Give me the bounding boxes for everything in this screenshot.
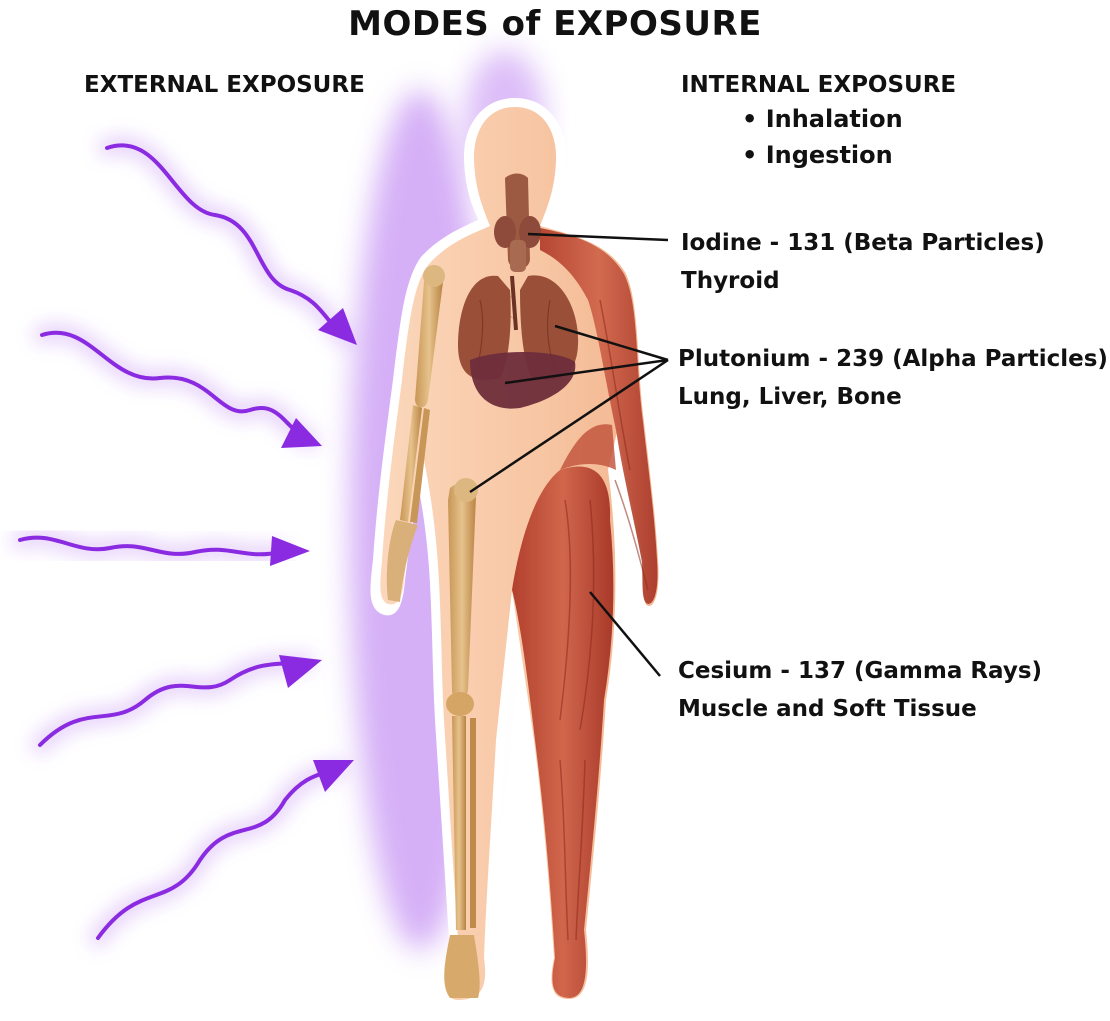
iodine-target: Thyroid [681,262,1045,300]
ray-3 [20,536,310,566]
plutonium-name: Plutonium - 239 (Alpha Particles) [678,340,1108,378]
cesium-label: Cesium - 137 (Gamma Rays) Muscle and Sof… [678,652,1042,728]
route-ingestion: • Ingestion [742,141,893,169]
external-rays [20,145,357,938]
internal-exposure-heading: INTERNAL EXPOSURE [681,72,956,98]
plutonium-label: Plutonium - 239 (Alpha Particles) Lung, … [678,340,1108,416]
external-exposure-heading: EXTERNAL EXPOSURE [84,72,365,98]
cesium-name: Cesium - 137 (Gamma Rays) [678,652,1042,690]
route-inhalation: • Inhalation [742,105,903,133]
iodine-name: Iodine - 131 (Beta Particles) [681,224,1045,262]
ray-2 [42,333,322,448]
diagram-title: MODES of EXPOSURE [0,4,1110,44]
iodine-label: Iodine - 131 (Beta Particles) Thyroid [681,224,1045,300]
plutonium-target: Lung, Liver, Bone [678,378,1108,416]
ray-1 [107,145,357,345]
ray-4 [40,655,322,745]
cesium-target: Muscle and Soft Tissue [678,690,1042,728]
ray-5 [98,760,354,938]
